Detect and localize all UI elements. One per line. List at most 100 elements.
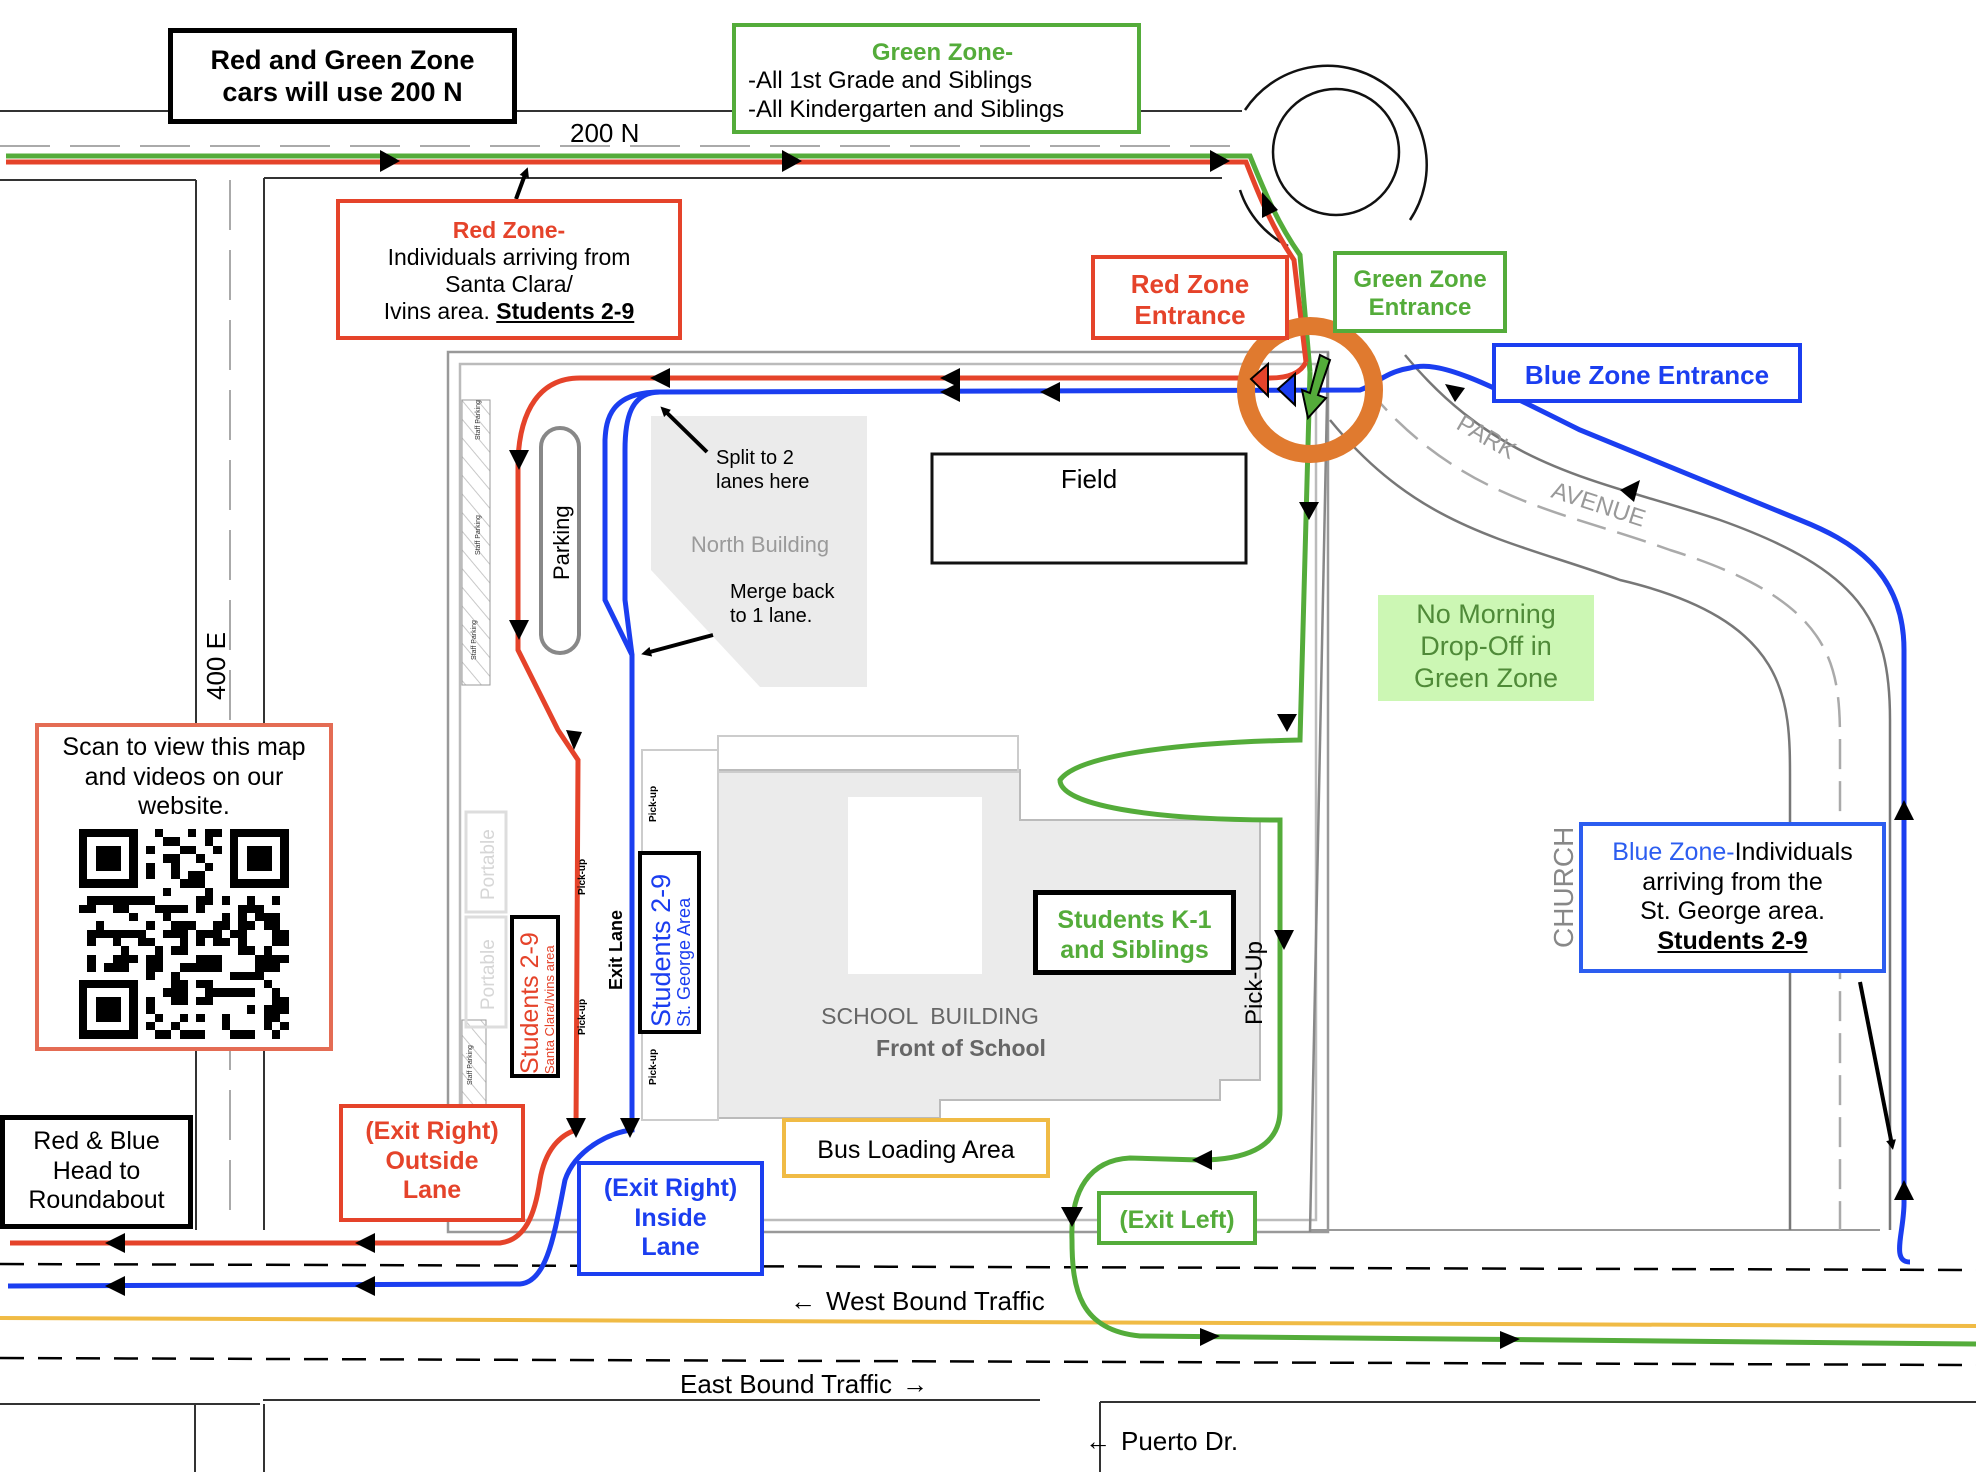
qr-module xyxy=(79,938,87,946)
qr-module xyxy=(104,972,112,980)
qr-module xyxy=(79,988,88,997)
qr-module xyxy=(213,1030,221,1038)
qr-module xyxy=(247,930,255,938)
qr-module xyxy=(230,879,239,888)
qr-module xyxy=(196,888,204,896)
qr-module xyxy=(113,988,121,996)
qr-module xyxy=(104,938,112,946)
qr-module xyxy=(255,980,263,988)
qr-module xyxy=(138,905,146,913)
qr-module xyxy=(79,837,88,846)
qr-module xyxy=(112,963,121,972)
qr-module xyxy=(113,837,121,845)
qr-module xyxy=(264,938,272,946)
qr-module xyxy=(213,871,221,879)
qr-module xyxy=(163,1005,171,1013)
blue-route-inner xyxy=(622,389,661,656)
qr-module xyxy=(146,845,155,855)
qr-module xyxy=(222,879,230,887)
qr-module xyxy=(255,997,263,1005)
qr-module xyxy=(188,972,196,980)
qr-module xyxy=(205,1030,213,1038)
qr-module xyxy=(230,938,238,946)
red-zone-entrance-label: Red Zone Entrance xyxy=(1091,255,1289,340)
qr-module xyxy=(162,837,172,846)
qr-module xyxy=(146,870,155,880)
note-red-green-200n: Red and Green Zone cars will use 200 N xyxy=(168,28,517,124)
qr-module xyxy=(79,1005,88,1014)
qr-module xyxy=(213,879,221,887)
qr-module xyxy=(272,888,280,896)
qr-module xyxy=(247,871,255,879)
qr-module xyxy=(213,963,222,972)
qr-module xyxy=(162,887,172,897)
qr-module xyxy=(146,879,154,887)
qr-module xyxy=(87,1014,95,1022)
red-zone-line: Ivins area. Students 2-9 xyxy=(340,298,678,325)
qr-module xyxy=(196,1013,205,1022)
qr-module xyxy=(213,997,221,1005)
qr-module xyxy=(138,854,146,862)
qr-module xyxy=(188,879,197,888)
qr-module xyxy=(196,896,205,905)
qr-module xyxy=(138,963,146,971)
qr-module xyxy=(87,954,96,964)
qr-module xyxy=(205,905,213,913)
qr-module xyxy=(113,972,121,980)
qr-module xyxy=(137,938,147,947)
qr-module xyxy=(222,863,230,871)
green-route xyxy=(1057,371,1976,1347)
qr-module xyxy=(196,980,205,989)
qr-module xyxy=(79,904,88,913)
qr-module xyxy=(129,837,138,846)
qr-module xyxy=(196,870,205,880)
qr-module xyxy=(204,996,214,1006)
qr-module xyxy=(263,862,272,871)
qr-module xyxy=(196,854,205,863)
qr-module xyxy=(263,829,272,838)
qr-module xyxy=(121,871,129,879)
qr-code[interactable] xyxy=(79,829,289,1039)
qr-module xyxy=(155,972,163,980)
qr-module xyxy=(263,1013,272,1022)
qr-module xyxy=(246,971,256,981)
qr-module xyxy=(238,912,247,922)
qr-module xyxy=(188,963,197,972)
qr-module xyxy=(246,1005,256,1014)
qr-module xyxy=(96,988,104,996)
blue-zone-students: Students 2-9 xyxy=(1657,926,1808,955)
church-label: CHURCH xyxy=(1548,827,1579,948)
blue-students-main: Students 2-9 xyxy=(646,873,676,1027)
label-line: Green Zone xyxy=(1353,266,1487,293)
qr-module xyxy=(188,829,197,838)
qr-module xyxy=(196,929,205,939)
blue-route xyxy=(7,363,1911,1289)
qr-module xyxy=(188,1014,196,1022)
qr-module xyxy=(87,1022,95,1030)
qr-module xyxy=(96,938,104,946)
qr-module xyxy=(96,963,104,971)
qr-module xyxy=(171,971,180,981)
qr-module xyxy=(246,946,256,955)
qr-module xyxy=(96,871,104,879)
qr-module xyxy=(95,980,105,989)
lane-dashes xyxy=(0,1262,1976,1367)
qr-module xyxy=(204,896,214,905)
qr-module xyxy=(113,871,121,879)
qr-module xyxy=(221,921,231,930)
qr-module xyxy=(280,972,288,980)
qr-module xyxy=(146,1021,155,1031)
qr-module xyxy=(120,929,130,939)
qr-module xyxy=(79,845,88,855)
qr-module xyxy=(230,829,239,838)
east-bound-text: East Bound Traffic xyxy=(680,1369,892,1399)
qr-module xyxy=(247,1014,255,1022)
qr-module xyxy=(188,837,196,845)
qr-module xyxy=(222,837,230,845)
qr-module xyxy=(129,988,138,997)
qr-module xyxy=(230,1030,239,1039)
qr-module xyxy=(163,997,171,1005)
qr-module xyxy=(196,988,204,996)
qr-module xyxy=(213,863,221,871)
qr-module xyxy=(179,929,189,939)
